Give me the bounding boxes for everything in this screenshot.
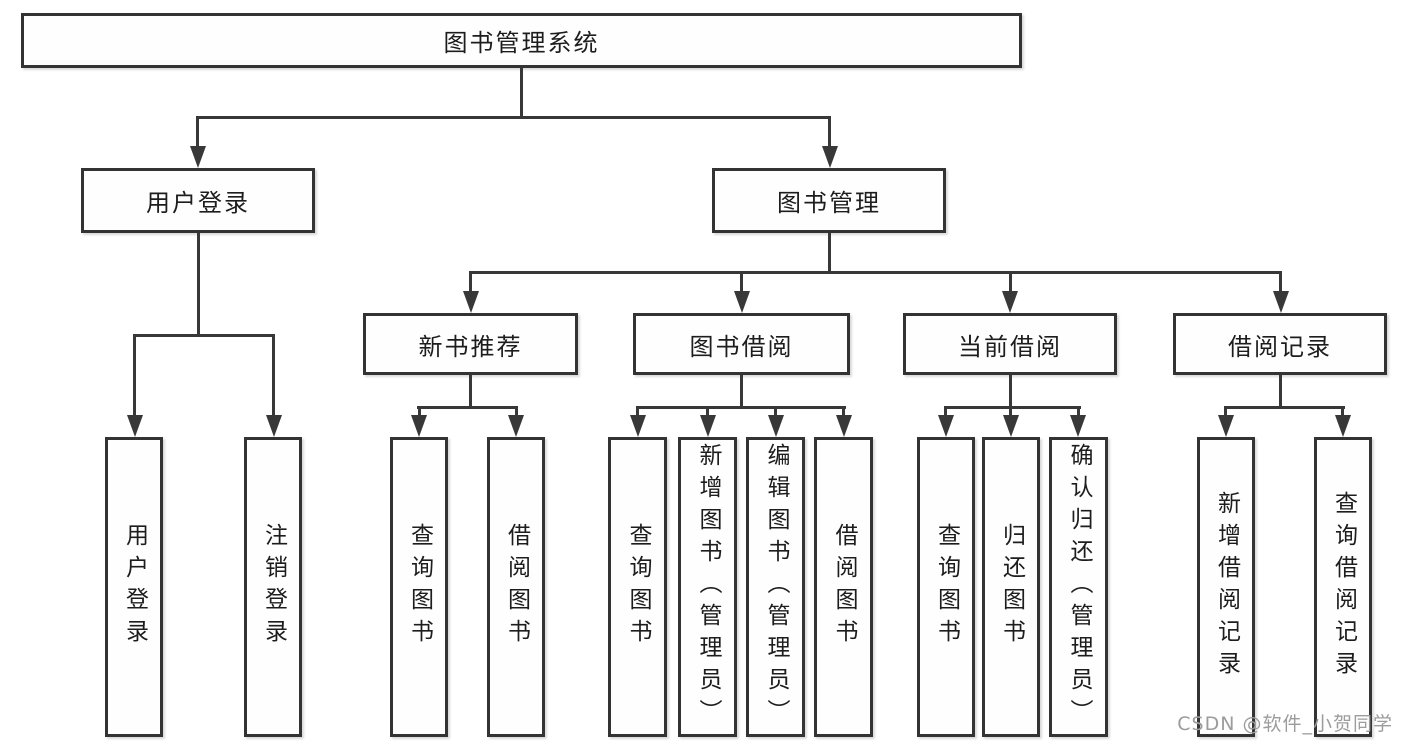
- connector-line: [133, 334, 275, 337]
- connector-line: [740, 271, 743, 295]
- node-label: 借阅记录: [1228, 332, 1332, 361]
- connector-line: [944, 406, 1081, 409]
- arrow-down-icon: [1273, 291, 1289, 313]
- connector-line: [469, 271, 472, 295]
- leaf-label: 注销登录: [260, 523, 287, 651]
- connector-line: [842, 406, 845, 420]
- connector-line: [417, 406, 518, 409]
- leaf-borrowing-query-books: 查询图书: [608, 437, 667, 737]
- connector-line: [1279, 271, 1282, 295]
- node-label: 新书推荐: [418, 332, 523, 361]
- leaf-label: 归还图书: [998, 523, 1025, 651]
- leaf-borrowing-borrow-books: 借阅图书: [814, 437, 873, 737]
- leaf-label: 查询借阅记录: [1330, 491, 1357, 683]
- leaf-newbooks-query-books: 查询图书: [390, 437, 448, 737]
- connector-line: [1341, 406, 1344, 420]
- connector-line: [520, 68, 523, 118]
- leaf-label: 查询图书: [933, 523, 960, 651]
- arrow-down-icon: [127, 415, 143, 437]
- node-current-borrowing: 当前借阅: [903, 313, 1117, 375]
- leaf-label: 借阅图书: [831, 523, 857, 651]
- connector-line: [1224, 406, 1345, 409]
- connector-line: [944, 406, 947, 420]
- node-library-management-system: 图书管理系统: [21, 13, 1022, 68]
- arrow-down-icon: [190, 146, 206, 168]
- node-book-borrowing: 图书借阅: [633, 313, 850, 375]
- connector-line: [636, 406, 846, 409]
- arrow-down-icon: [700, 415, 716, 437]
- arrow-down-icon: [411, 415, 427, 437]
- node-label: 图书管理系统: [443, 29, 600, 57]
- connector-line: [197, 233, 200, 336]
- node-borrow-records: 借阅记录: [1173, 313, 1387, 375]
- arrow-down-icon: [938, 415, 954, 437]
- connector-line: [469, 375, 472, 409]
- connector-line: [515, 406, 518, 420]
- leaf-user-login: 用户登录: [105, 437, 163, 737]
- connector-line: [706, 406, 709, 420]
- leaf-label: 编辑图书（管理员）: [763, 443, 789, 731]
- leaf-borrowing-edit-books-admin: 编辑图书（管理员）: [746, 437, 805, 737]
- leaf-newbooks-borrow-books: 借阅图书: [487, 437, 545, 737]
- leaf-label: 确认归还（管理员）: [1066, 443, 1092, 731]
- leaf-borrowing-add-books-admin: 新增图书（管理员）: [678, 437, 737, 737]
- arrow-down-icon: [463, 291, 479, 313]
- connector-line: [1279, 375, 1282, 409]
- connector-line: [418, 406, 421, 420]
- arrow-down-icon: [1218, 415, 1234, 437]
- csdn-watermark: CSDN @软件_小贺同学: [1177, 713, 1393, 735]
- leaf-label: 新增借阅记录: [1213, 491, 1240, 683]
- arrow-down-icon: [734, 291, 750, 313]
- arrow-down-icon: [630, 415, 646, 437]
- leaf-label: 用户登录: [121, 523, 148, 651]
- arrow-down-icon: [1070, 415, 1086, 437]
- connector-line: [196, 116, 831, 119]
- arrow-down-icon: [1003, 415, 1019, 437]
- connector-line: [196, 116, 199, 148]
- connector-line: [1009, 406, 1012, 420]
- arrow-down-icon: [266, 415, 282, 437]
- node-label: 当前借阅: [958, 332, 1062, 361]
- connector-line: [469, 271, 1282, 274]
- leaf-label: 新增图书（管理员）: [695, 443, 721, 731]
- connector-line: [1077, 406, 1080, 420]
- leaf-label: 借阅图书: [503, 523, 530, 651]
- node-label: 图书管理: [777, 189, 881, 217]
- connector-line: [1009, 375, 1012, 409]
- connector-line: [774, 406, 777, 420]
- connector-line: [828, 116, 831, 148]
- connector-line: [1009, 271, 1012, 295]
- arrow-down-icon: [508, 415, 524, 437]
- node-label: 图书借阅: [689, 332, 794, 361]
- node-book-management: 图书管理: [712, 168, 946, 233]
- arrow-down-icon: [1002, 291, 1018, 313]
- connector-line: [740, 375, 743, 409]
- leaf-records-add-borrow-record: 新增借阅记录: [1197, 437, 1255, 737]
- connector-line: [1224, 406, 1227, 420]
- arrow-down-icon: [822, 146, 838, 168]
- leaf-records-query-borrow-record: 查询借阅记录: [1314, 437, 1372, 737]
- connector-line: [828, 233, 831, 274]
- node-new-book-recommendation: 新书推荐: [363, 313, 578, 375]
- leaf-current-return-books: 归还图书: [982, 437, 1040, 737]
- leaf-label: 查询图书: [406, 523, 433, 651]
- connector-line: [272, 334, 275, 419]
- connector-line: [133, 334, 136, 419]
- node-user-login: 用户登录: [81, 168, 315, 233]
- connector-line: [636, 406, 639, 420]
- arrow-down-icon: [836, 415, 852, 437]
- node-label: 用户登录: [146, 189, 250, 217]
- leaf-current-confirm-return-admin: 确认归还（管理员）: [1049, 437, 1108, 737]
- leaf-label: 查询图书: [625, 523, 651, 651]
- arrow-down-icon: [1335, 415, 1351, 437]
- arrow-down-icon: [768, 415, 784, 437]
- leaf-current-query-books: 查询图书: [917, 437, 975, 737]
- leaf-logout: 注销登录: [244, 437, 302, 737]
